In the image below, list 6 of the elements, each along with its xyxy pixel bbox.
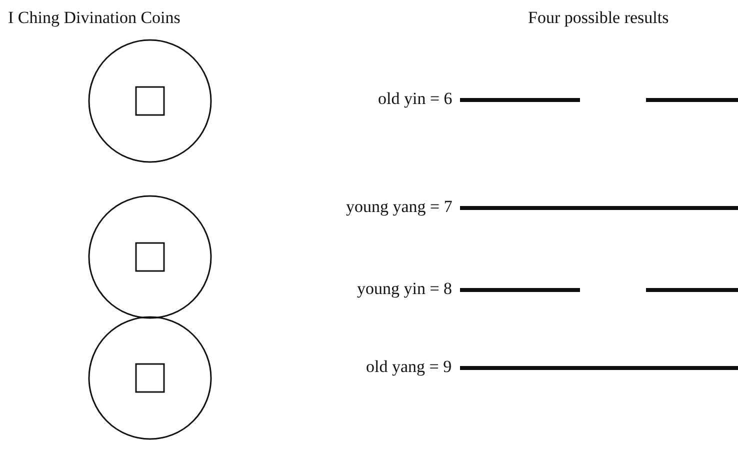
line-value-label: old yin = 6 xyxy=(378,89,452,109)
line-value-label: old yang = 9 xyxy=(366,357,452,377)
line-value-label: young yin = 8 xyxy=(357,279,452,299)
column-heading: Four possible results xyxy=(528,8,669,28)
title: I Ching Divination Coins xyxy=(8,8,180,28)
line-value-label: young yang = 7 xyxy=(346,197,452,217)
